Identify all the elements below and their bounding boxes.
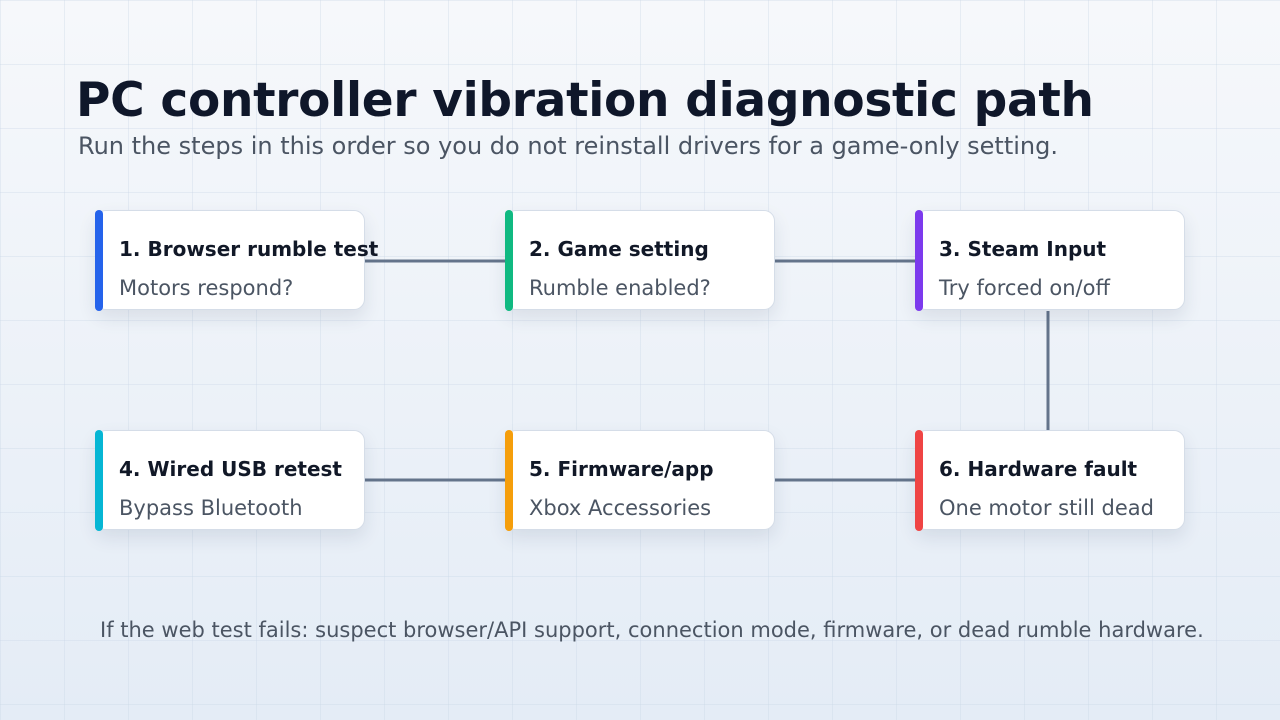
connector-step5-step4 <box>352 470 509 490</box>
step-node-browser-rumble-test: 1. Browser rumble test Motors respond? <box>94 209 378 311</box>
step-subtitle: Rumble enabled? <box>529 276 711 300</box>
step-title: 6. Hardware fault <box>939 457 1138 481</box>
step-accent-stripe <box>914 429 923 531</box>
step-node-steam-input: 3. Steam Input Try forced on/off <box>914 209 1185 311</box>
step-title: 4. Wired USB retest <box>119 457 342 481</box>
step-title: 2. Game setting <box>529 237 709 261</box>
step-accent-stripe <box>94 429 103 531</box>
diagram-subtitle: Run the steps in this order so you do no… <box>78 132 1058 160</box>
step-accent-stripe <box>504 429 513 531</box>
step-node-firmware-app: 5. Firmware/app Xbox Accessories <box>504 429 775 531</box>
step-title: 5. Firmware/app <box>529 457 714 481</box>
step-subtitle: Motors respond? <box>119 276 294 300</box>
step-subtitle: Xbox Accessories <box>529 496 712 520</box>
step-node-hardware-fault: 6. Hardware fault One motor still dead <box>914 429 1185 531</box>
footnote: If the web test fails: suspect browser/A… <box>100 618 1204 642</box>
step-node-wired-usb-retest: 4. Wired USB retest Bypass Bluetooth <box>94 429 365 531</box>
connector-step6-step5 <box>762 470 919 490</box>
step-accent-stripe <box>504 209 513 311</box>
step-subtitle: Bypass Bluetooth <box>119 496 303 520</box>
connector-step3-step6 <box>1038 311 1058 442</box>
diagram-title: PC controller vibration diagnostic path <box>76 73 1094 128</box>
step-title: 3. Steam Input <box>939 237 1107 261</box>
connector-step1-step2 <box>365 251 519 271</box>
step-accent-stripe <box>94 209 103 311</box>
step-node-game-setting: 2. Game setting Rumble enabled? <box>504 209 775 311</box>
connector-step2-step3 <box>775 251 929 271</box>
step-accent-stripe <box>914 209 923 311</box>
step-title: 1. Browser rumble test <box>119 237 379 261</box>
step-subtitle: One motor still dead <box>939 496 1154 520</box>
step-subtitle: Try forced on/off <box>939 276 1110 300</box>
